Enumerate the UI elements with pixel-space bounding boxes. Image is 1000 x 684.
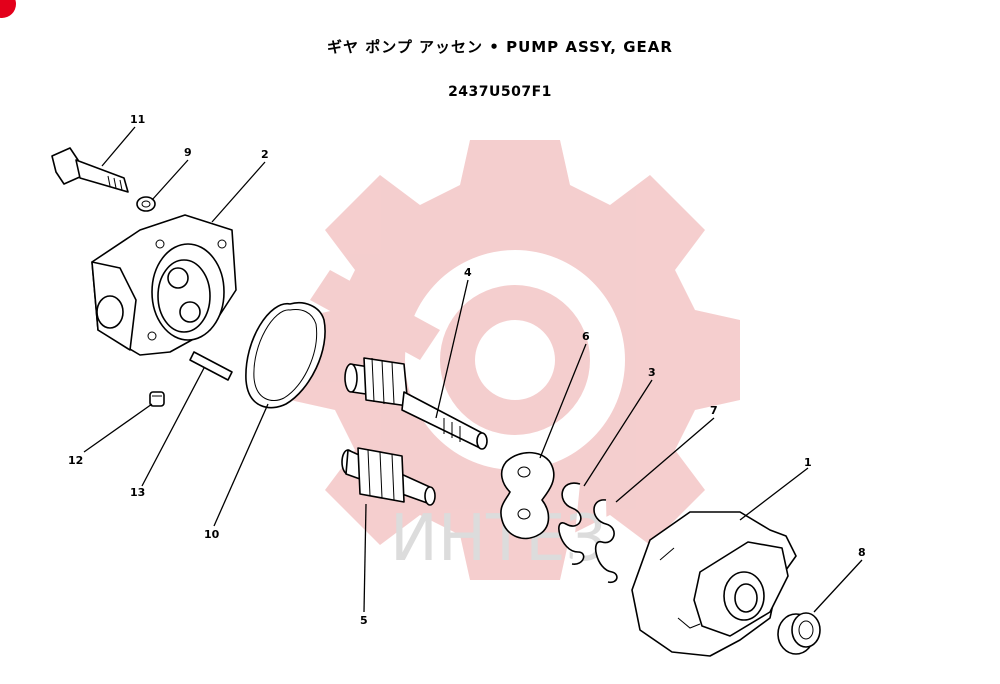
- callout-7: 7: [710, 404, 718, 417]
- callout-4: 4: [464, 266, 472, 279]
- diagram-title: ギヤ ポンプ アッセン • PUMP ASSY, GEAR: [327, 38, 673, 56]
- callout-9: 9: [184, 146, 192, 159]
- callout-6: 6: [582, 330, 590, 343]
- washer-part: [136, 196, 156, 212]
- callout-12: 12: [68, 454, 83, 467]
- callout-1: 1: [804, 456, 812, 469]
- corner-mark: [0, 0, 16, 18]
- dowel-pin-part: [189, 351, 233, 381]
- callout-11: 11: [130, 113, 145, 126]
- oil-seal-part: [777, 612, 821, 655]
- part-number: 2437U507F1: [448, 84, 552, 100]
- callout-10: 10: [204, 528, 220, 541]
- backup-ring-part: [558, 482, 585, 565]
- callout-8: 8: [858, 546, 866, 559]
- callout-13: 13: [130, 486, 145, 499]
- callout-3: 3: [648, 366, 656, 379]
- leader-lines: [83, 126, 863, 613]
- pump-body-part: [631, 511, 797, 657]
- seal-part: [593, 499, 618, 584]
- plug-part: [149, 391, 165, 407]
- driven-gear-part: [341, 447, 436, 506]
- drive-gear-shaft-part: [344, 357, 488, 450]
- wear-plate-part: [500, 451, 555, 540]
- bolt-part: [51, 147, 129, 193]
- pump-cover-part: [91, 214, 237, 356]
- o-ring-part: [245, 302, 326, 409]
- callout-5: 5: [360, 614, 368, 627]
- callout-2: 2: [261, 148, 269, 161]
